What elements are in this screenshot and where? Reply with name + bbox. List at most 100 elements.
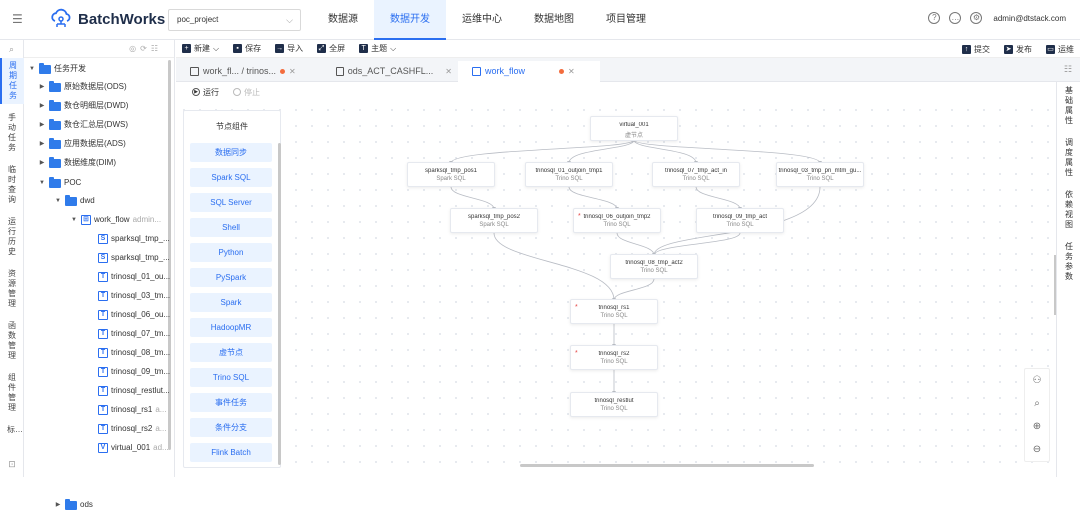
- locate-icon[interactable]: ◎: [129, 44, 141, 53]
- tree-folder-dim[interactable]: ▶数据维度(DIM): [38, 154, 116, 172]
- close-icon[interactable]: ✕: [445, 67, 452, 76]
- palette-item[interactable]: Spark SQL: [190, 168, 272, 187]
- palette-item[interactable]: HadoopMR: [190, 318, 272, 337]
- project-select[interactable]: poc_project ⌵: [168, 9, 301, 31]
- rail-periodic-tasks[interactable]: 周期任务: [0, 58, 24, 104]
- tree-root[interactable]: ▼任务开发: [28, 60, 86, 78]
- collapse-icon[interactable]: ⊡: [8, 459, 16, 469]
- palette-item[interactable]: Shell: [190, 218, 272, 237]
- search-icon[interactable]: ⌕: [1034, 398, 1040, 409]
- tree-folder-poc[interactable]: ▼POC: [38, 174, 81, 192]
- nav-datasource[interactable]: 数据源: [328, 14, 358, 25]
- user-account[interactable]: admin@dtstack.com: [993, 13, 1066, 23]
- search-icon[interactable]: ⌕: [8, 44, 15, 54]
- rail-component-mgmt[interactable]: 组件管理: [0, 370, 24, 416]
- workflow-node[interactable]: trinosql_03_tmp_pri_mtm_gu...Trino SQL: [776, 162, 864, 187]
- nav-data-map[interactable]: 数据地图: [534, 14, 574, 25]
- palette-item[interactable]: 数据同步: [190, 143, 272, 162]
- list-icon[interactable]: ☷: [150, 44, 162, 53]
- publish-button[interactable]: ➤发布: [1004, 44, 1032, 55]
- new-button[interactable]: +新建⌵: [182, 43, 219, 54]
- nav-data-dev[interactable]: 数据开发: [374, 0, 446, 40]
- palette-item[interactable]: SQL Server: [190, 193, 272, 212]
- rail-temp-query[interactable]: 临时查询: [0, 162, 24, 208]
- zoom-out-icon[interactable]: ⊖: [1032, 444, 1042, 455]
- palette-item[interactable]: 虚节点: [190, 343, 272, 362]
- tree-folder-ods[interactable]: ▶原始数据层(ODS): [38, 78, 127, 96]
- rail-function-mgmt[interactable]: 函数管理: [0, 318, 24, 364]
- save-button[interactable]: ▪保存: [233, 43, 261, 54]
- rail-tags[interactable]: 标…: [0, 422, 24, 438]
- submit-button[interactable]: ↑提交: [962, 44, 990, 55]
- tab-schedule-props[interactable]: 调度属性: [1057, 134, 1080, 186]
- gear-icon[interactable]: ⚙: [970, 12, 983, 24]
- palette-item[interactable]: PySpark: [190, 268, 272, 287]
- tab-dependency-view[interactable]: 依赖视图: [1057, 186, 1080, 238]
- tree-folder-ods-sub[interactable]: ▶ods: [54, 496, 93, 514]
- canvas-hscrollbar[interactable]: [520, 464, 814, 467]
- palette-item[interactable]: 条件分支: [190, 418, 272, 437]
- rail-run-history[interactable]: 运行历史: [0, 214, 24, 260]
- rail-resource-mgmt[interactable]: 资源管理: [0, 266, 24, 312]
- help-icon[interactable]: ?: [928, 12, 941, 24]
- app-logo[interactable]: BatchWorks: [50, 8, 165, 30]
- menu-toggle-icon[interactable]: ☰: [12, 12, 23, 26]
- tree-folder-dwd[interactable]: ▶数仓明细层(DWD): [38, 97, 128, 115]
- tree-folder-dwd-sub[interactable]: ▼dwd: [54, 192, 95, 210]
- import-button[interactable]: →导入: [275, 43, 303, 54]
- palette-item[interactable]: Python: [190, 243, 272, 262]
- run-button[interactable]: ▶运行: [192, 87, 219, 98]
- refresh-icon[interactable]: ⟳: [140, 44, 151, 53]
- stop-button[interactable]: 停止: [233, 87, 260, 98]
- tree-folder-dws[interactable]: ▶数仓汇总层(DWS): [38, 116, 128, 134]
- palette-item[interactable]: Trino SQL: [190, 368, 272, 387]
- nav-project-mgmt[interactable]: 项目管理: [606, 14, 646, 25]
- palette-scrollbar[interactable]: [278, 143, 281, 465]
- palette-item[interactable]: Spark: [190, 293, 272, 312]
- palette-item[interactable]: Flink Batch: [190, 443, 272, 462]
- tree-scrollbar[interactable]: [168, 60, 171, 450]
- close-icon[interactable]: ✕: [289, 67, 296, 76]
- tab-workflow-trino[interactable]: work_fl... / trinos...✕: [176, 61, 316, 82]
- right-scrollbar[interactable]: [1054, 255, 1056, 315]
- ops-button[interactable]: ▭运维: [1046, 44, 1074, 55]
- tree-folder-ads[interactable]: ▶应用数据层(ADS): [38, 135, 126, 153]
- palette-item[interactable]: 事件任务: [190, 393, 272, 412]
- tab-work-flow[interactable]: work_flow✕: [458, 61, 600, 82]
- zoom-in-icon[interactable]: ⊕: [1032, 421, 1042, 432]
- close-icon[interactable]: ✕: [568, 67, 575, 76]
- tab-task-params[interactable]: 任务参数: [1057, 238, 1080, 290]
- fullscreen-button[interactable]: ⤢全屏: [317, 43, 345, 54]
- tab-ods-cashflow[interactable]: ods_ACT_CASHFL...✕: [322, 61, 452, 82]
- message-icon[interactable]: …: [949, 12, 962, 24]
- tabs-more-icon[interactable]: ☷: [1063, 64, 1072, 74]
- layout-icon[interactable]: ⚇: [1032, 375, 1042, 386]
- rail-manual-tasks[interactable]: 手动任务: [0, 110, 24, 156]
- nav-ops-center[interactable]: 运维中心: [462, 14, 502, 25]
